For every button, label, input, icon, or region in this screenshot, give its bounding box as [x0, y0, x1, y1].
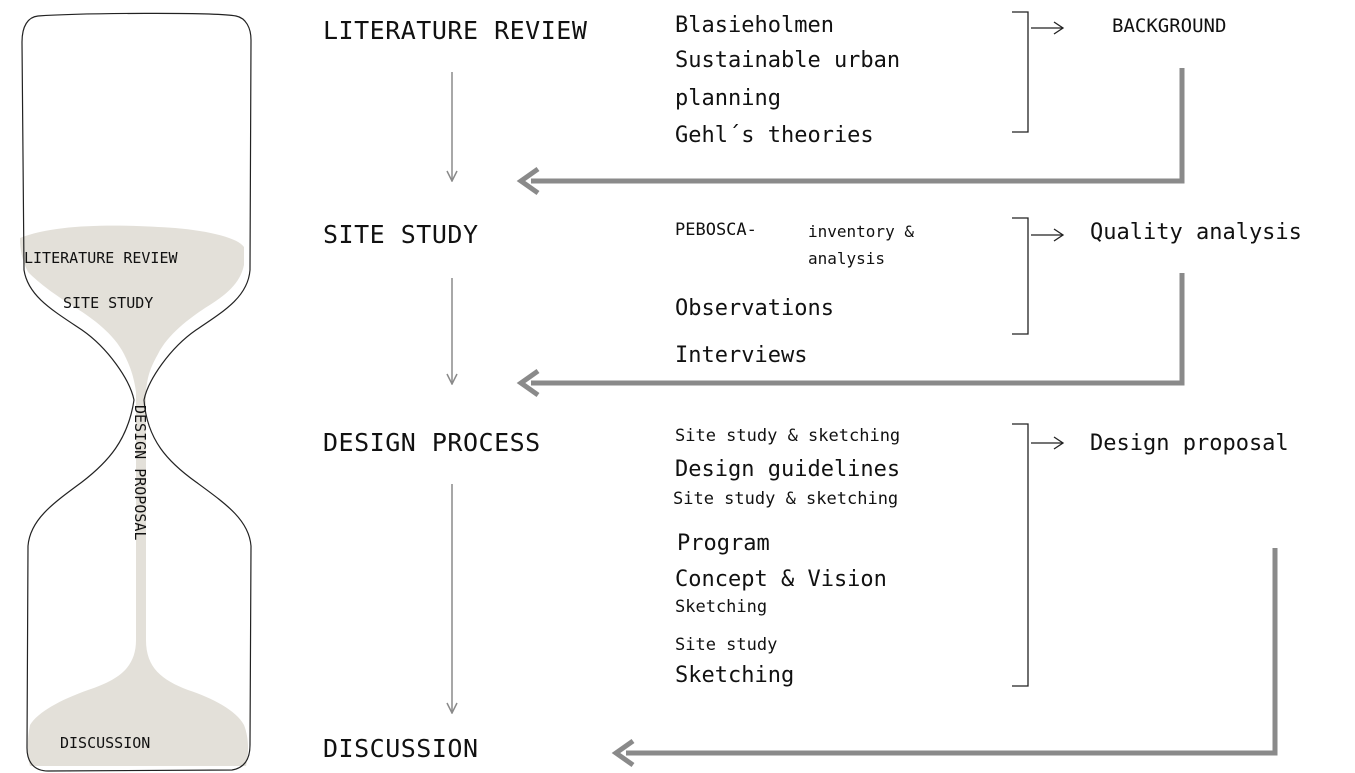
item-pebosca-detail-2: analysis	[808, 249, 886, 268]
item-site-study-sketching-1: Site study & sketching	[675, 426, 901, 446]
bracket-design	[1012, 423, 1029, 687]
hourglass-label-literature: LITERATURE REVIEW	[24, 249, 178, 267]
item-program: Program	[677, 531, 770, 556]
item-concept-vision: Concept & Vision	[675, 567, 887, 592]
return-arrow-quality	[531, 273, 1185, 386]
return-arrow-background	[531, 68, 1185, 184]
hourglass-label-site: SITE STUDY	[63, 294, 154, 312]
return-arrow-design	[626, 548, 1278, 756]
item-site-study-sketching-2: Site study & sketching	[673, 489, 899, 509]
stage-discussion: DISCUSSION	[323, 734, 479, 763]
item-sustainable-urban: Sustainable urban	[675, 48, 901, 73]
item-gehls-theories: Gehl´s theories	[675, 123, 874, 148]
output-quality-analysis: Quality analysis	[1090, 220, 1302, 245]
item-interviews: Interviews	[675, 343, 808, 368]
bracket-site	[1012, 217, 1029, 335]
hourglass-sand-bottom	[27, 640, 249, 766]
hourglass-label-design-proposal: DESIGN PROPOSAL	[131, 405, 149, 541]
hourglass-sand-top	[20, 225, 244, 392]
hourglass-label-discussion: DISCUSSION	[60, 734, 151, 752]
item-observations: Observations	[675, 296, 834, 321]
stage-literature-review: LITERATURE REVIEW	[323, 16, 588, 45]
bracket-literature	[1012, 11, 1029, 133]
output-background: BACKGROUND	[1112, 15, 1227, 37]
stage-design-process: DESIGN PROCESS	[323, 428, 541, 457]
item-planning: planning	[675, 86, 781, 111]
item-design-guidelines: Design guidelines	[675, 457, 901, 482]
output-design-proposal: Design proposal	[1090, 431, 1289, 456]
stage-site-study: SITE STUDY	[323, 220, 479, 249]
item-sketching-1: Sketching	[675, 597, 768, 617]
hourglass-sand-stream	[136, 392, 146, 640]
hourglass-outline	[21, 12, 252, 772]
item-sketching-2: Sketching	[675, 663, 795, 688]
item-pebosca-detail-1: inventory &	[808, 222, 914, 241]
item-site-study: Site study	[675, 635, 778, 655]
item-blasieholmen: Blasieholmen	[675, 13, 834, 38]
item-pebosca: PEBOSCA-	[675, 220, 757, 240]
